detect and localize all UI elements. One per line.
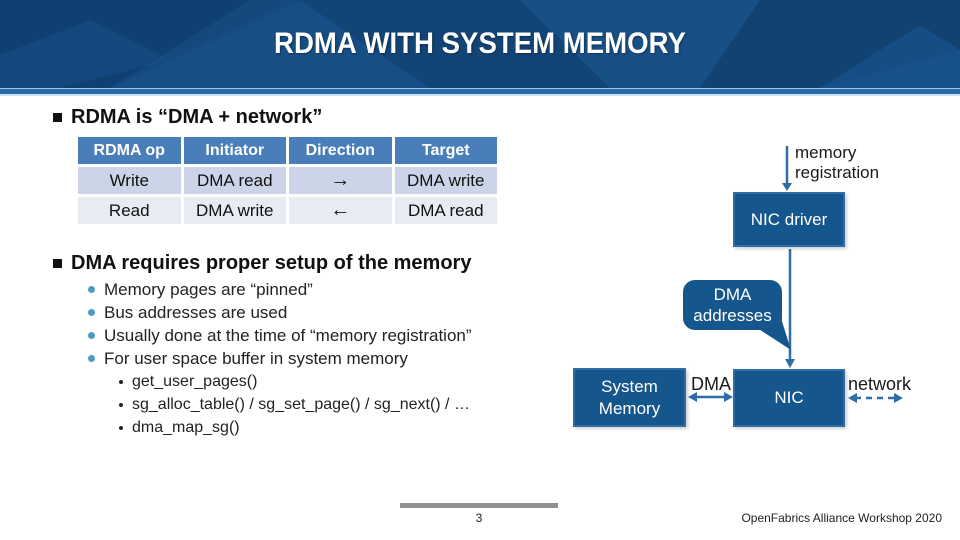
table-header-target: Target xyxy=(394,137,497,164)
right-arrow-icon: → xyxy=(289,167,392,194)
list-item-label: Memory pages are “pinned” xyxy=(104,280,313,299)
footer-credit: OpenFabrics Alliance Workshop 2020 xyxy=(741,511,942,525)
small-bullet-icon xyxy=(119,426,123,430)
bullet-heading-dma-setup-label: DMA requires proper setup of the memory xyxy=(71,252,472,274)
page-title: RDMA WITH SYSTEM MEMORY xyxy=(274,27,686,60)
left-arrow-icon: ← xyxy=(289,197,392,224)
round-bullet-icon xyxy=(88,309,95,316)
round-bullet-icon xyxy=(88,286,95,293)
nic-driver-box: NIC driver xyxy=(733,192,845,247)
list-item: dma_map_sg() xyxy=(119,419,240,437)
nic-label: NIC xyxy=(774,388,804,408)
square-bullet-icon xyxy=(53,113,62,122)
list-item-label: get_user_pages() xyxy=(132,373,258,390)
list-item: Usually done at the time of “memory regi… xyxy=(88,326,472,346)
header-divider-line xyxy=(0,94,960,96)
bullet-heading-dma-setup: DMA requires proper setup of the memory xyxy=(53,252,471,275)
dma-addresses-callout: DMA addresses xyxy=(683,280,782,330)
list-item: sg_alloc_table() / sg_set_page() / sg_ne… xyxy=(119,396,470,414)
square-bullet-icon xyxy=(53,259,62,268)
list-item-label: Bus addresses are used xyxy=(104,303,288,322)
list-item-label: Usually done at the time of “memory regi… xyxy=(104,326,472,345)
header-accent-band xyxy=(0,88,960,94)
list-item: For user space buffer in system memory xyxy=(88,349,408,369)
slide-header: RDMA WITH SYSTEM MEMORY xyxy=(0,0,960,88)
table-header-rdma-op: RDMA op xyxy=(78,137,181,164)
header-polygon-background-icon xyxy=(0,0,960,88)
table-header-direction: Direction xyxy=(289,137,392,164)
list-item-label: sg_alloc_table() / sg_set_page() / sg_ne… xyxy=(132,396,470,413)
small-bullet-icon xyxy=(119,380,123,384)
table-header-initiator: Initiator xyxy=(183,137,286,164)
footer-divider-bar xyxy=(400,503,558,508)
list-item: get_user_pages() xyxy=(119,373,257,391)
table-cell-read-initiator: DMA write xyxy=(183,197,286,224)
network-label: network xyxy=(848,374,912,394)
small-bullet-icon xyxy=(119,403,123,407)
dma-label: DMA xyxy=(691,374,731,394)
system-memory-label: System Memory xyxy=(598,377,661,418)
list-item-label: For user space buffer in system memory xyxy=(104,349,408,368)
round-bullet-icon xyxy=(88,355,95,362)
table-cell-read-target: DMA read xyxy=(394,197,497,224)
system-memory-box: System Memory xyxy=(573,368,686,427)
table-cell-write-op: Write xyxy=(78,167,181,194)
list-item: Memory pages are “pinned” xyxy=(88,280,313,300)
rdma-op-table: RDMA op Initiator Direction Target Write… xyxy=(78,137,497,224)
nic-box: NIC xyxy=(733,369,845,427)
nic-driver-label: NIC driver xyxy=(750,209,828,229)
table-cell-read-op: Read xyxy=(78,197,181,224)
list-item: Bus addresses are used xyxy=(88,303,287,323)
round-bullet-icon xyxy=(88,332,95,339)
bullet-heading-rdma-label: RDMA is “DMA + network” xyxy=(71,106,323,128)
dma-addresses-label: DMA addresses xyxy=(693,284,772,325)
bullet-heading-rdma: RDMA is “DMA + network” xyxy=(53,106,322,129)
page-number: 3 xyxy=(475,511,483,525)
table-cell-write-target: DMA write xyxy=(394,167,497,194)
table-cell-write-initiator: DMA read xyxy=(183,167,286,194)
memory-registration-label: memory registration xyxy=(795,143,880,183)
list-item-label: dma_map_sg() xyxy=(132,419,240,436)
